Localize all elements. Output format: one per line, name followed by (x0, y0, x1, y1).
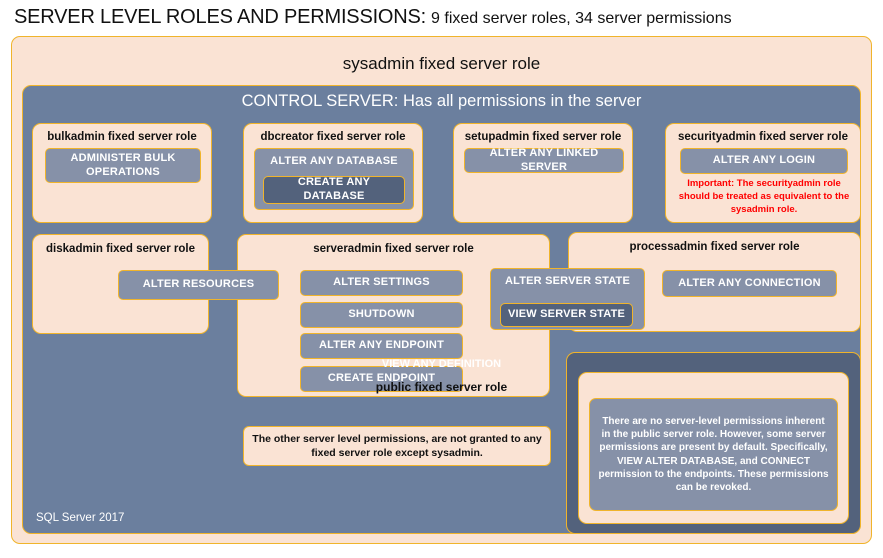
permission-view-any-definition: VIEW ANY DEFINITION (381, 358, 502, 370)
permission-create-endpoint: CREATE ENDPOINT (300, 366, 463, 392)
dbcreator-role-box: dbcreator fixed server role ALTER ANY DA… (243, 123, 423, 223)
page-title-main: SERVER LEVEL ROLES AND PERMISSIONS: (14, 6, 427, 28)
other-permissions-note: The other server level permissions, are … (243, 426, 551, 466)
permission-administer-bulk-operations: ADMINISTER BULK OPERATIONS (45, 148, 201, 183)
permission-alter-settings: ALTER SETTINGS (300, 270, 463, 296)
permission-alter-any-connection: ALTER ANY CONNECTION (662, 270, 837, 297)
dbcreator-role-label: dbcreator fixed server role (260, 131, 406, 143)
page-title-subtitle: 9 fixed server roles, 34 server permissi… (431, 10, 732, 27)
processadmin-role-label: processadmin fixed server role (629, 241, 800, 253)
permission-create-any-database: CREATE ANY DATABASE (263, 176, 405, 204)
permission-alter-resources: ALTER RESOURCES (118, 270, 279, 300)
setupadmin-role-box: setupadmin fixed server role ALTER ANY L… (453, 123, 633, 223)
permission-view-server-state: VIEW SERVER STATE (500, 303, 633, 327)
permission-shutdown: SHUTDOWN (300, 302, 463, 328)
bulkadmin-role-label: bulkadmin fixed server role (47, 131, 197, 143)
serveradmin-role-label: serveradmin fixed server role (313, 243, 474, 255)
page-title: SERVER LEVEL ROLES AND PERMISSIONS: 9 fi… (14, 6, 874, 34)
permission-alter-any-login: ALTER ANY LOGIN (680, 148, 848, 174)
securityadmin-role-label: securityadmin fixed server role (677, 131, 849, 143)
sysadmin-role-label: sysadmin fixed server role (342, 54, 541, 73)
public-role-note: There are no server-level permissions in… (589, 398, 838, 511)
securityadmin-warning-note: Important: The securityadmin role should… (678, 178, 850, 215)
public-role-label: public fixed server role (375, 380, 508, 394)
permission-alter-any-linked-server: ALTER ANY LINKED SERVER (464, 147, 624, 173)
sql-server-version-label: SQL Server 2017 (36, 512, 125, 524)
setupadmin-role-label: setupadmin fixed server role (464, 131, 622, 143)
diskadmin-role-label: diskadmin fixed server role (46, 243, 195, 255)
bulkadmin-role-box: bulkadmin fixed server role ADMINISTER B… (32, 123, 212, 223)
control-server-label: CONTROL SERVER: Has all permissions in t… (241, 92, 642, 110)
permission-alter-any-endpoint: ALTER ANY ENDPOINT (300, 333, 463, 359)
securityadmin-role-box: securityadmin fixed server role ALTER AN… (665, 123, 861, 223)
